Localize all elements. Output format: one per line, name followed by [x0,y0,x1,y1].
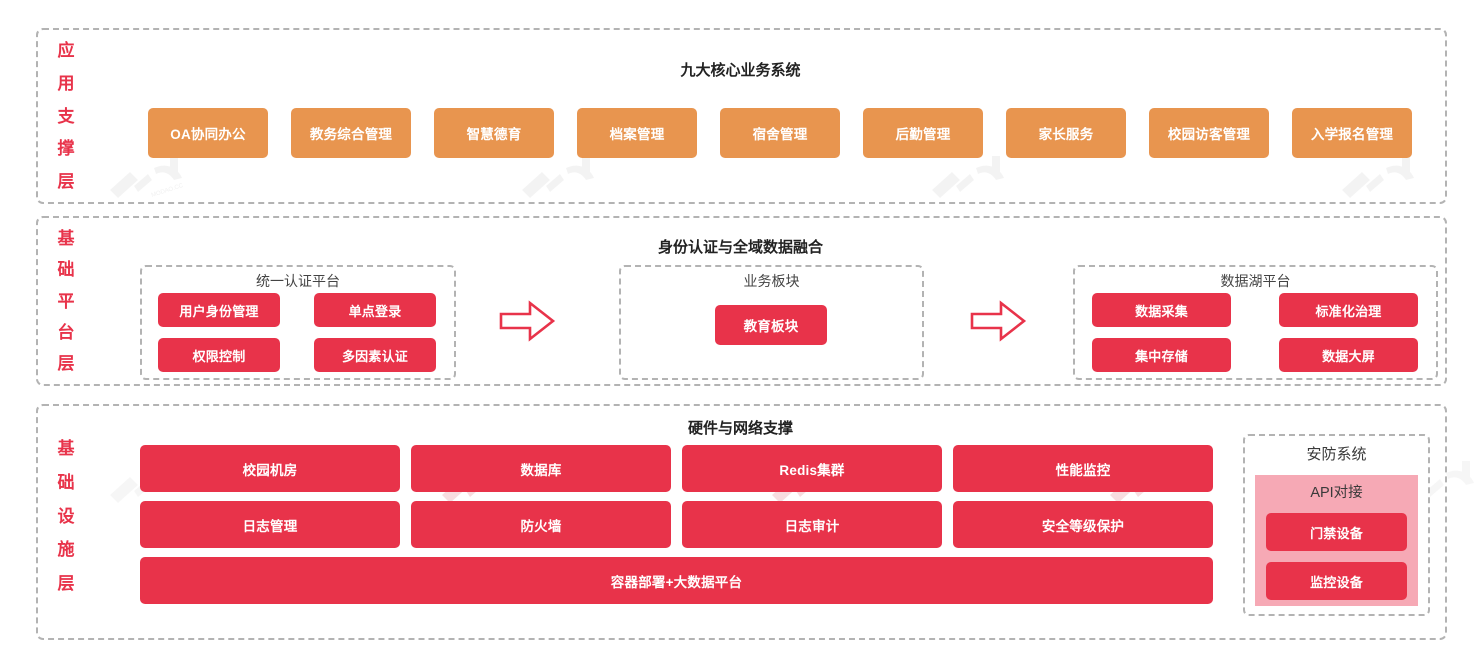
section-title-infrastructure: 硬件与网络支撑 [687,420,793,437]
layer-label-base-platform: 基 础 平 台 层 [46,230,86,372]
infra-item-campus-server-room[interactable]: 校园机房 [140,445,400,492]
app-system-dormitory-management[interactable]: 宿舍管理 [720,108,840,158]
infra-item-container-deployment-bigdata-platform[interactable]: 容器部署+大数据平台 [140,557,1213,604]
layer-label-char: 撑 [57,139,75,159]
auth-item-multi-factor-auth[interactable]: 多因素认证 [314,338,436,372]
layer-label-char: 应 [57,41,75,60]
app-system-enrollment-registration[interactable]: 入学报名管理 [1292,108,1412,158]
layer-infrastructure [36,404,1447,640]
panel-title-data-lake-platform: 数据湖平台 [1220,273,1291,289]
infra-item-log-management[interactable]: 日志管理 [140,501,400,548]
datalake-item-data-collection[interactable]: 数据采集 [1092,293,1231,327]
datalake-item-data-dashboard[interactable]: 数据大屏 [1279,338,1418,372]
arrow-right-icon [969,299,1027,343]
panel-title-unified-auth-platform: 统一认证平台 [256,273,340,289]
layer-label-char: 基 [57,229,75,248]
layer-label-char: 平 [57,291,75,311]
infra-item-security-level-protection[interactable]: 安全等级保护 [953,501,1213,548]
panel-business-sector [619,265,924,380]
auth-item-user-identity-management[interactable]: 用户身份管理 [158,293,280,327]
business-item-education-sector[interactable]: 教育板块 [715,305,827,345]
infra-item-log-audit[interactable]: 日志审计 [682,501,942,548]
app-system-smart-moral-education[interactable]: 智慧德育 [434,108,554,158]
auth-item-permission-control[interactable]: 权限控制 [158,338,280,372]
layer-label-char: 台 [57,322,75,342]
panel-title-security-system: 安防系统 [1306,446,1367,463]
layer-label-char: 础 [57,260,75,280]
security-device-access-control[interactable]: 门禁设备 [1266,513,1407,551]
app-system-oa[interactable]: OA协同办公 [148,108,268,158]
infra-item-database[interactable]: 数据库 [411,445,671,492]
panel-unified-auth-platform [140,265,456,380]
layer-base-platform [36,216,1447,386]
layer-label-char: 层 [57,354,75,373]
layer-label-char: 层 [57,172,75,191]
layer-label-char: 施 [57,540,75,560]
infra-item-redis-cluster[interactable]: Redis集群 [682,445,942,492]
app-system-campus-visitor-management[interactable]: 校园访客管理 [1149,108,1269,158]
datalake-item-centralized-storage[interactable]: 集中存储 [1092,338,1231,372]
layer-label-infrastructure: 基 础 设 施 层 [46,440,86,592]
infra-item-performance-monitoring[interactable]: 性能监控 [953,445,1213,492]
layer-label-application-support: 应 用 支 撑 层 [46,42,86,190]
panel-title-api-integration: API对接 [1310,485,1363,501]
security-device-surveillance[interactable]: 监控设备 [1266,562,1407,600]
datalake-item-standardized-governance[interactable]: 标准化治理 [1279,293,1418,327]
layer-label-char: 用 [57,73,75,93]
section-title-application: 九大核心业务系统 [680,62,801,79]
layer-label-char: 层 [57,574,75,593]
app-system-academic-affairs[interactable]: 教务综合管理 [291,108,411,158]
layer-application-support [36,28,1447,204]
layer-label-char: 基 [57,439,75,458]
infra-item-firewall[interactable]: 防火墙 [411,501,671,548]
app-system-archive-management[interactable]: 档案管理 [577,108,697,158]
layer-label-char: 础 [57,472,75,492]
layer-label-char: 设 [57,506,75,526]
app-system-parent-service[interactable]: 家长服务 [1006,108,1126,158]
panel-data-lake-platform [1073,265,1438,380]
section-title-platform: 身份认证与全域数据融合 [657,239,823,256]
layer-label-char: 支 [57,106,75,126]
panel-title-business-sector: 业务板块 [743,273,800,289]
auth-item-single-sign-on[interactable]: 单点登录 [314,293,436,327]
arrow-right-icon [498,299,556,343]
app-system-logistics-management[interactable]: 后勤管理 [863,108,983,158]
